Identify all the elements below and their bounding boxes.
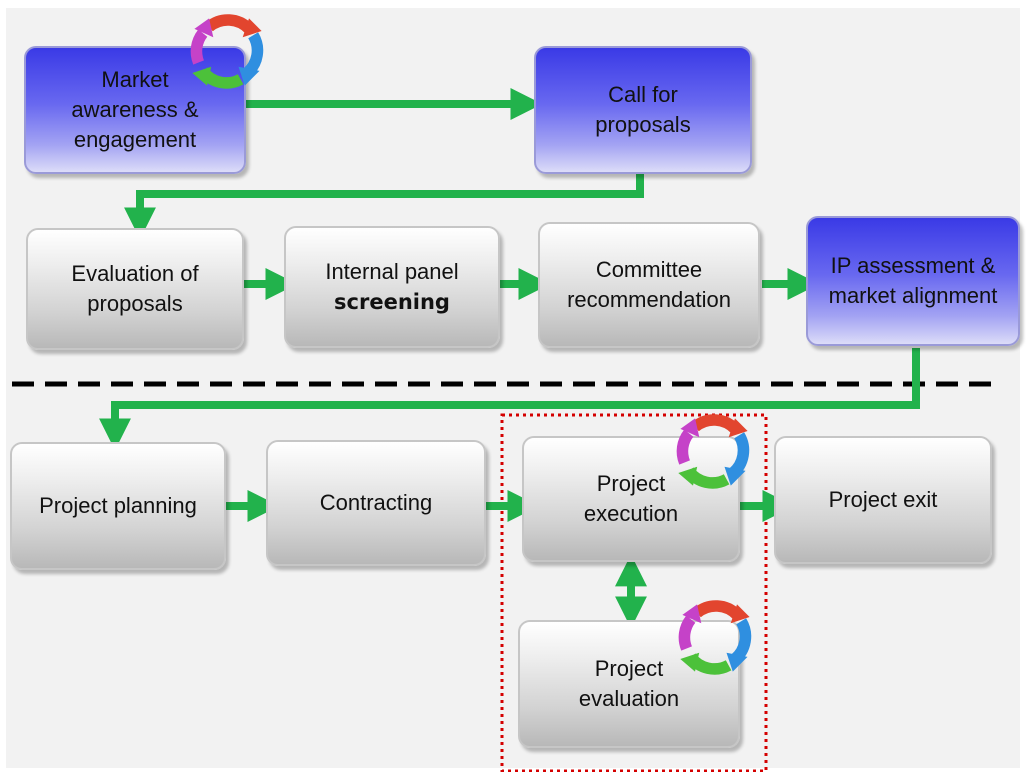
node-label-line: Project exit [828, 487, 938, 512]
cycle-arrows-icon [190, 14, 264, 89]
node-label-line: execution [583, 501, 679, 526]
node-project-execution[interactable]: Project execution [522, 436, 740, 562]
node-label-line: screening [334, 290, 450, 314]
node-label-line: evaluation [578, 686, 680, 711]
node-label-line: Committee [595, 257, 703, 282]
node-contracting[interactable]: Contracting [266, 440, 486, 566]
node-label-line: Project planning [39, 493, 197, 518]
node-label-line: Project [594, 656, 664, 681]
node-evaluation-of-proposals[interactable]: Evaluation of proposals [26, 228, 244, 350]
node-label-line: Evaluation of [71, 261, 199, 286]
node-label-line: Call for [608, 82, 678, 107]
execution-group-outline [500, 413, 768, 772]
node-label-line: Contracting [319, 490, 433, 515]
node-project-exit[interactable]: Project exit [774, 436, 992, 564]
node-label-line: proposals [595, 112, 691, 137]
node-label-line: IP assessment & [830, 253, 996, 278]
node-call-for-proposals[interactable]: Call for proposals [534, 46, 752, 174]
arrow-ip-to-planning [99, 348, 920, 451]
node-internal-panel-screening[interactable]: Internal panel screening [284, 226, 500, 348]
arrow-call-to-evaluation [124, 172, 644, 240]
cycle-arrows-icon [678, 600, 752, 675]
node-ip-assessment[interactable]: IP assessment & market alignment [806, 216, 1020, 346]
node-label-line: engagement [73, 127, 197, 152]
node-committee-recommendation[interactable]: Committee recommendation [538, 222, 760, 348]
cycle-arrows-icon [676, 414, 750, 489]
node-label-line: proposals [87, 291, 183, 316]
node-project-evaluation[interactable]: Project evaluation [518, 620, 740, 748]
node-label-line: Market [101, 67, 169, 92]
node-label-line: Project [596, 471, 666, 496]
node-label-line: recommendation [567, 287, 731, 312]
node-project-planning[interactable]: Project planning [10, 442, 226, 570]
node-label-line: market alignment [828, 283, 998, 308]
node-label-line: Internal panel [325, 259, 459, 284]
node-label-line: awareness & [71, 97, 199, 122]
node-market-awareness[interactable]: Market awareness & engagement [24, 46, 246, 174]
